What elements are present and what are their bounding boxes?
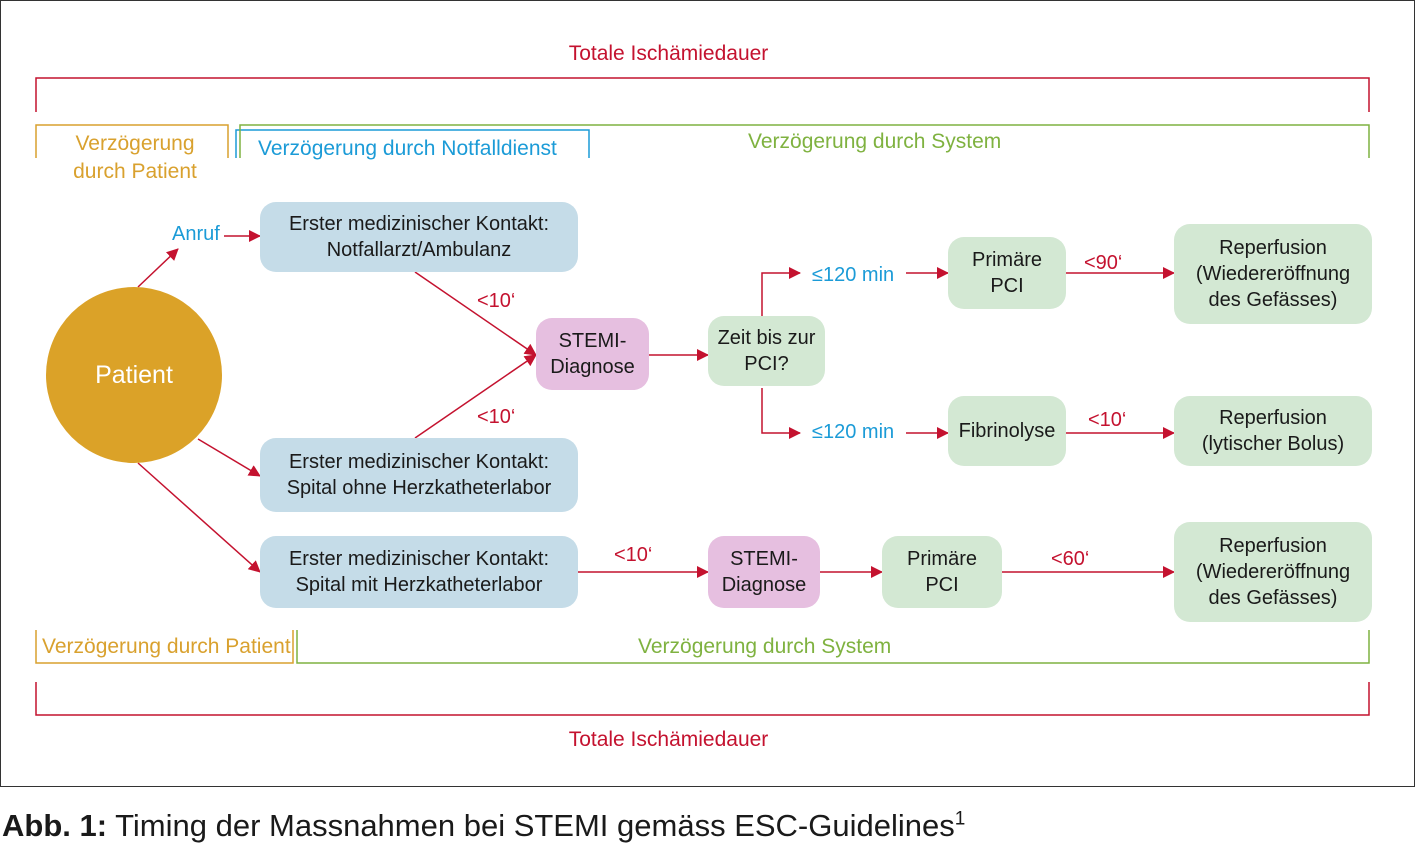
- caption-prefix: Abb. 1:: [2, 808, 108, 843]
- node-primary-pci-1: Primäre PCI: [948, 237, 1066, 309]
- emergency-bracket-top: [235, 129, 590, 158]
- node-fibrinolysis: Fibrinolyse: [948, 396, 1066, 466]
- figure-caption: Abb. 1: Timing der Massnahmen bei STEMI …: [2, 808, 965, 844]
- system-bracket-top: [239, 124, 1370, 158]
- node-contact-cathlab-label: Erster medizinischer Kontakt: Spital mit…: [288, 548, 550, 596]
- node-contact-no-cathlab: Erster medizinischer Kontakt: Spital ohn…: [260, 438, 578, 512]
- node-time-to-pci-label: Zeit bis zur PCI?: [717, 327, 816, 375]
- edge-label-pci-to-reperfusion: <90‘: [1084, 252, 1123, 274]
- patient-bracket-top: [35, 124, 229, 158]
- patient-delay-label-top: Verzögerung durch Patient: [73, 132, 197, 183]
- patient-circle: Patient: [46, 287, 222, 463]
- node-time-to-pci: Zeit bis zur PCI?: [708, 316, 825, 386]
- node-contact-cathlab: Erster medizinischer Kontakt: Spital mit…: [260, 536, 578, 608]
- system-bracket-bottom: [296, 630, 1370, 664]
- node-reperfusion-3-label: Reperfusion (Wiedereröffnung des Gefässe…: [1195, 535, 1351, 609]
- total-ischemia-label-top: Totale Ischämiedauer: [568, 42, 769, 65]
- emergency-delay-label-top: Verzögerung durch Notfalldienst: [258, 137, 557, 160]
- system-delay-label-bottom: Verzögerung durch System: [638, 635, 892, 658]
- node-stemi-diagnosis-1-label: STEMI- Diagnose: [550, 330, 635, 378]
- arrow-decision-to-lysis-branch: [761, 388, 801, 439]
- node-stemi-diagnosis-2: STEMI- Diagnose: [708, 536, 820, 608]
- node-reperfusion-1-label: Reperfusion (Wiedereröffnung des Gefässe…: [1195, 237, 1351, 311]
- total-ischemia-label-bottom: Totale Ischämiedauer: [568, 728, 769, 751]
- node-reperfusion-3: Reperfusion (Wiedereröffnung des Gefässe…: [1174, 522, 1372, 622]
- arrow-patient-to-hospital: [197, 438, 261, 477]
- arrow-patient-to-cathlab: [137, 462, 261, 573]
- patient-bracket-bottom: [35, 630, 294, 664]
- arrow-patient-to-call: [137, 248, 179, 288]
- node-fibrinolysis-label: Fibrinolyse: [958, 420, 1056, 442]
- edge-label-cathlab-to-diagnosis: <10‘: [614, 544, 653, 566]
- total-bracket-bottom: [35, 682, 1370, 716]
- node-primary-pci-2: Primäre PCI: [882, 536, 1002, 608]
- patient-label: Patient: [95, 360, 173, 389]
- edge-label-hospital-to-diagnosis: <10‘: [477, 406, 516, 428]
- arrow-hospital-to-diagnosis: [414, 354, 537, 439]
- node-reperfusion-2: Reperfusion (lytischer Bolus): [1174, 396, 1372, 466]
- edge-label-pci-branch: ≤120 min: [812, 264, 895, 286]
- node-contact-ambulance: Erster medizinischer Kontakt: Notfallarz…: [260, 202, 578, 272]
- edge-label-lysis-to-reperfusion: <10‘: [1088, 409, 1127, 431]
- edge-label-ambulance-to-diagnosis: <10‘: [477, 290, 516, 312]
- node-stemi-diagnosis-2-label: STEMI- Diagnose: [721, 548, 807, 596]
- caption-text: Timing der Massnahmen bei STEMI gemäss E…: [107, 808, 955, 843]
- node-reperfusion-2-label: Reperfusion (lytischer Bolus): [1201, 407, 1345, 455]
- caption-reference: 1: [954, 808, 966, 830]
- system-delay-label-top: Verzögerung durch System: [748, 130, 1002, 153]
- arrow-ambulance-to-diagnosis: [414, 271, 537, 356]
- call-label: Anruf: [172, 223, 220, 245]
- node-contact-no-cathlab-label: Erster medizinischer Kontakt: Spital ohn…: [286, 451, 552, 499]
- node-primary-pci-1-label: Primäre PCI: [971, 249, 1042, 297]
- node-reperfusion-1: Reperfusion (Wiedereröffnung des Gefässe…: [1174, 224, 1372, 324]
- patient-delay-label-bottom: Verzögerung durch Patient: [42, 635, 291, 658]
- total-bracket-top: [35, 77, 1370, 112]
- node-primary-pci-2-label: Primäre PCI: [906, 548, 977, 596]
- edge-label-lysis-branch: ≤120 min: [812, 421, 895, 443]
- edge-label-pci-to-reperfusion-bottom: <60‘: [1051, 548, 1090, 570]
- node-contact-ambulance-label: Erster medizinischer Kontakt: Notfallarz…: [288, 213, 550, 261]
- node-stemi-diagnosis-1: STEMI- Diagnose: [536, 318, 649, 390]
- arrow-decision-to-pci-branch: [761, 267, 801, 322]
